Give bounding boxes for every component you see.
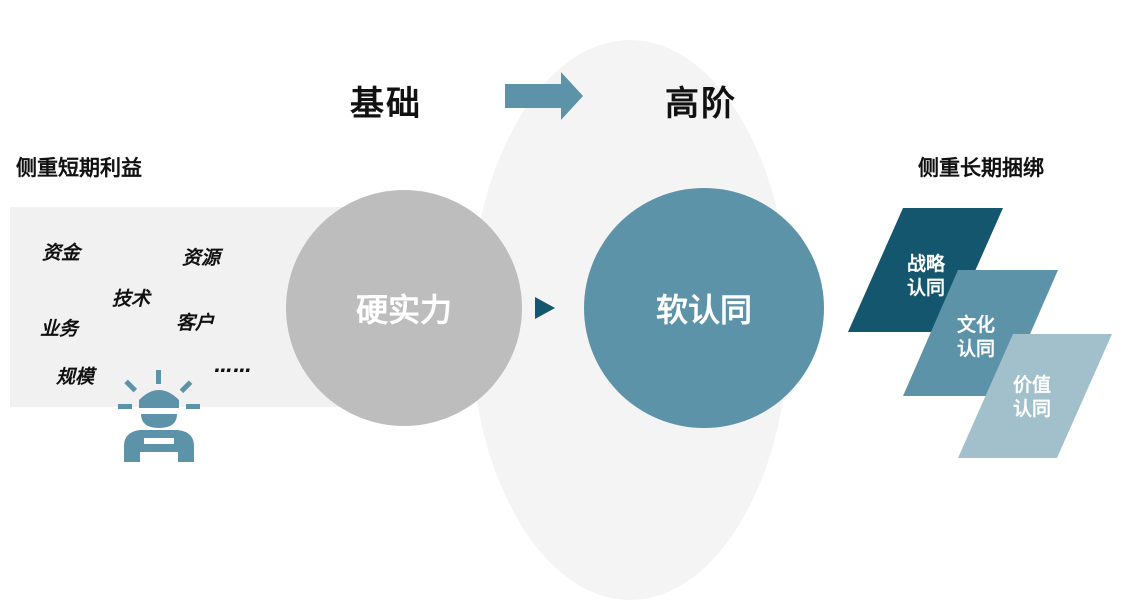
right-arrow-icon xyxy=(505,72,583,120)
strategy-identity-shape xyxy=(848,208,1003,332)
item-resources: 资源 xyxy=(182,247,221,269)
left-side-title: 侧重短期利益 xyxy=(16,156,142,180)
hard-power-circle: 硬实力 xyxy=(286,190,522,426)
item-ellipsis: …… xyxy=(214,355,252,377)
hard-power-label: 硬实力 xyxy=(355,291,452,329)
right-side-title: 侧重长期捆绑 xyxy=(918,156,1044,180)
culture-identity-label: 文化 认同 xyxy=(956,314,995,360)
person-idea-icon xyxy=(118,370,200,462)
value-identity-shape xyxy=(958,334,1112,458)
item-scale: 规模 xyxy=(56,366,95,388)
soft-identity-label: 软认同 xyxy=(655,291,752,329)
stage-basic-label: 基础 xyxy=(350,84,422,124)
item-technology: 技术 xyxy=(112,288,151,310)
soft-identity-circle: 软认同 xyxy=(584,188,824,428)
identity-parallelograms xyxy=(848,208,1112,458)
culture-identity-shape xyxy=(903,270,1058,396)
stage-advanced-label: 高阶 xyxy=(665,84,737,124)
item-capital: 资金 xyxy=(42,242,81,264)
item-customers: 客户 xyxy=(176,312,215,334)
strategy-identity-label: 战略 认同 xyxy=(906,253,945,299)
play-arrow-icon xyxy=(535,297,555,319)
value-identity-label: 价值 认同 xyxy=(1012,374,1051,420)
item-business: 业务 xyxy=(40,318,79,340)
